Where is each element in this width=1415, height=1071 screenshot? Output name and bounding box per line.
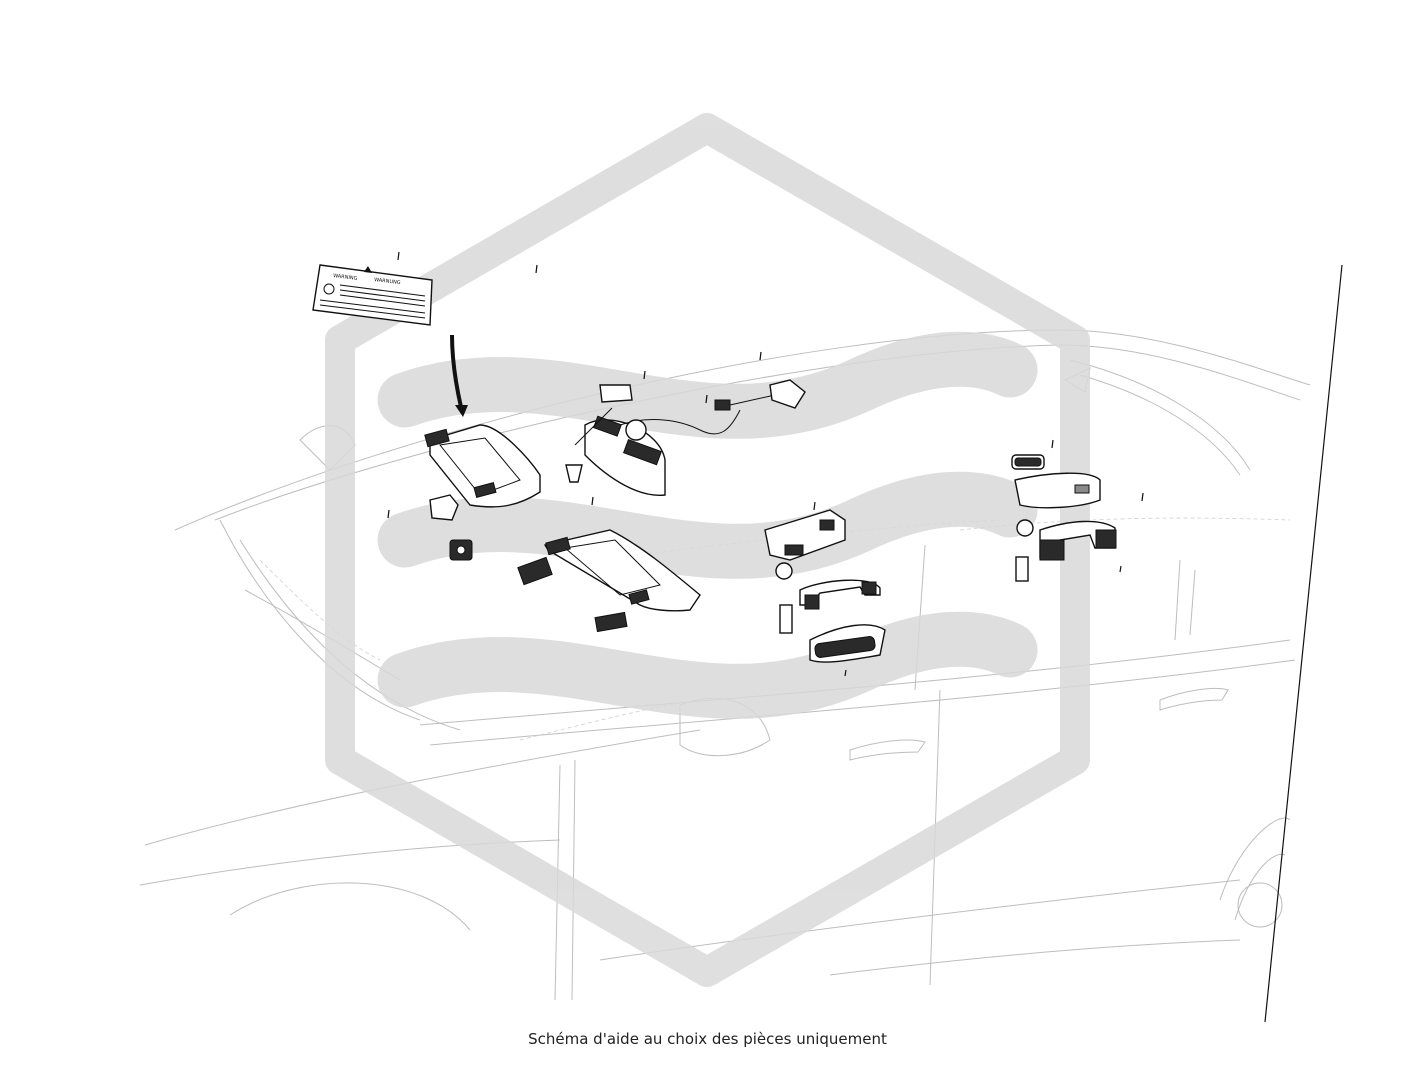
warning-left-text: WARNING	[333, 273, 358, 282]
overhead-console	[565, 379, 806, 496]
reference-line	[1264, 264, 1343, 1023]
label-arrow	[450, 334, 468, 417]
label-seal-icon	[323, 283, 335, 295]
sun-visor-right	[543, 529, 701, 612]
mirror-cover	[517, 556, 553, 586]
diagram-caption: Schéma d'aide au choix des pièces unique…	[528, 1030, 887, 1048]
warning-right-text: WARNUNG	[374, 277, 401, 286]
visor-clip	[429, 494, 459, 521]
grab-handle-rear	[1011, 454, 1117, 582]
callout-ticks	[387, 251, 1144, 677]
grab-handle-front	[764, 509, 886, 663]
warning-label: WARNING WARNUNG	[312, 264, 433, 326]
visor-hook	[449, 539, 473, 561]
sun-visor-left	[424, 424, 541, 508]
warning-triangle-icon	[364, 266, 372, 273]
visor-mount	[594, 611, 628, 633]
